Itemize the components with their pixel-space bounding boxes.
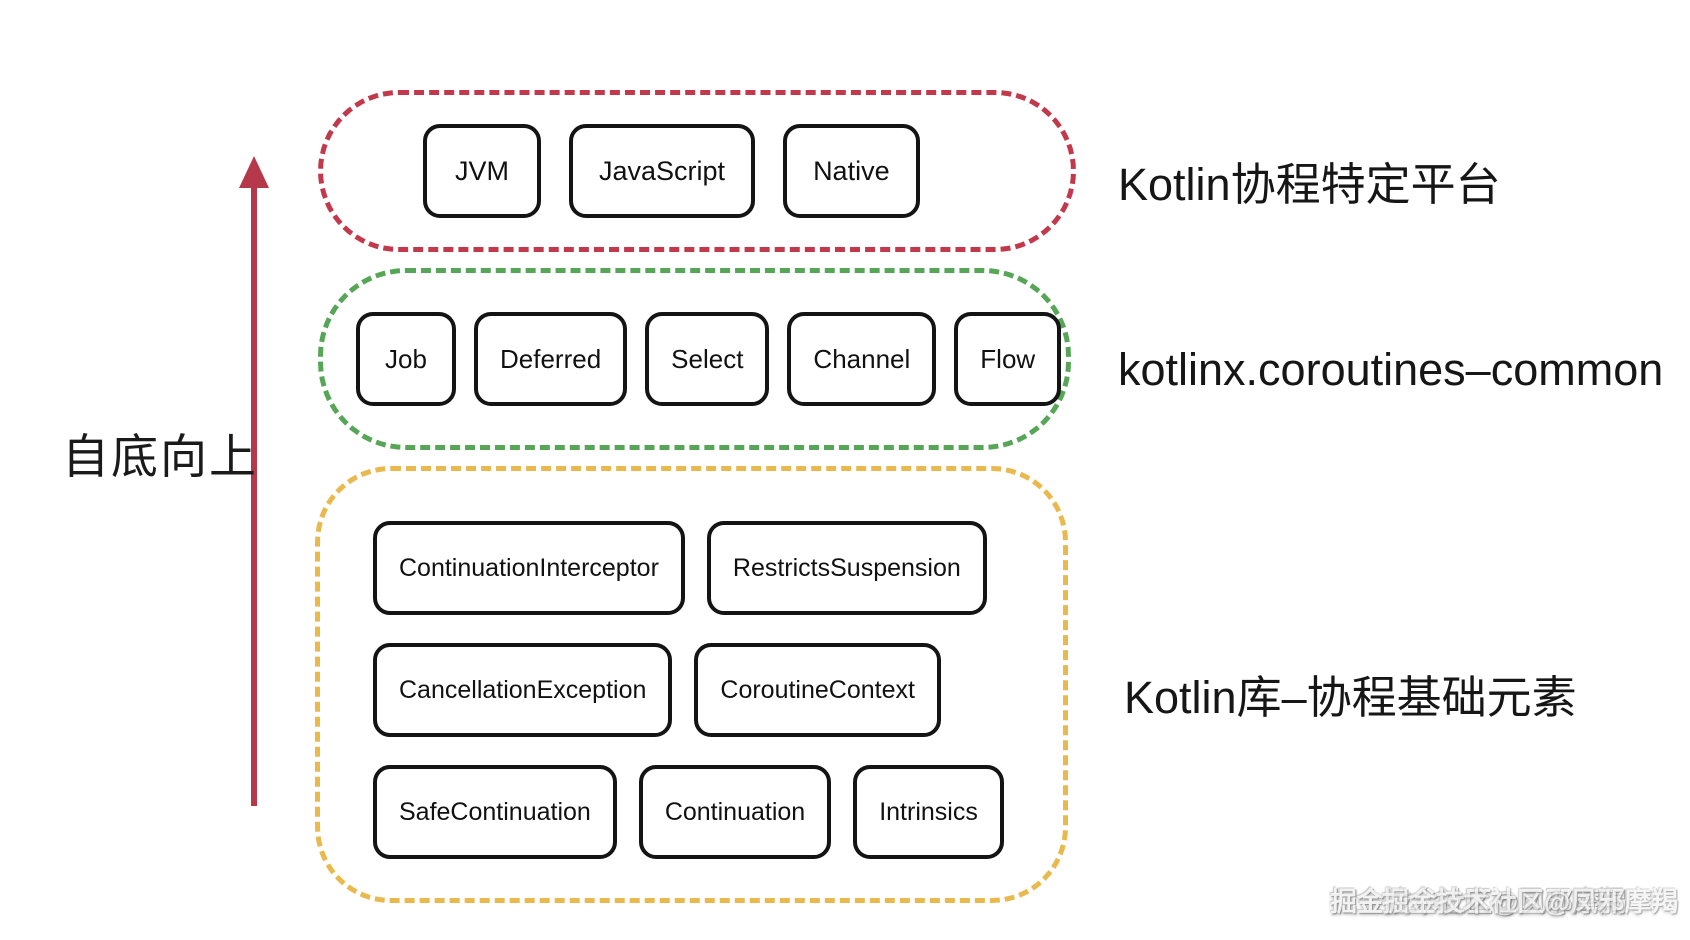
box-channel: Channel xyxy=(787,312,937,406)
box-continuation: Continuation xyxy=(638,765,832,859)
base-row-1: ContinuationInterceptor RestrictsSuspens… xyxy=(373,521,1063,615)
arrow-line xyxy=(251,184,257,806)
layer-platform: JVM JavaScript Native xyxy=(318,90,1076,252)
box-job: Job xyxy=(356,312,456,406)
base-row-3: SafeContinuation Continuation Intrinsics xyxy=(373,765,1063,859)
base-row-2: CancellationException CoroutineContext xyxy=(373,643,1063,737)
box-jvm: JVM xyxy=(423,124,541,218)
box-deferred: Deferred xyxy=(474,312,628,406)
box-cancellation-exception: CancellationException xyxy=(373,643,673,737)
box-select: Select xyxy=(645,312,770,406)
layer-common: Job Deferred Select Channel Flow xyxy=(318,268,1071,450)
watermark: 掘金技术社区@凤邪摩羯 掘金技术社区@凤邪摩羯 xyxy=(1330,880,1690,924)
box-continuation-interceptor: ContinuationInterceptor xyxy=(373,521,685,615)
watermark-text: 掘金技术社区@凤邪摩羯 xyxy=(1330,887,1627,917)
box-coroutine-context: CoroutineContext xyxy=(694,643,941,737)
arrow-up-icon xyxy=(239,156,269,188)
box-intrinsics: Intrinsics xyxy=(853,765,1004,859)
box-restricts-suspension: RestrictsSuspension xyxy=(706,521,987,615)
layer-base: ContinuationInterceptor RestrictsSuspens… xyxy=(315,466,1068,903)
bottom-up-label: 自底向上 xyxy=(62,430,258,483)
box-safe-continuation: SafeContinuation xyxy=(373,765,617,859)
layer-base-label: Kotlin库–协程基础元素 xyxy=(1124,672,1577,723)
box-flow: Flow xyxy=(954,312,1062,406)
watermark-text-copy: 掘金技术社区@凤邪摩羯 xyxy=(1382,887,1679,917)
layer-platform-label: Kotlin协程特定平台 xyxy=(1118,159,1501,210)
layer-common-label: kotlinx.coroutines–common xyxy=(1118,344,1664,395)
box-javascript: JavaScript xyxy=(569,124,756,218)
box-native: Native xyxy=(783,124,920,218)
